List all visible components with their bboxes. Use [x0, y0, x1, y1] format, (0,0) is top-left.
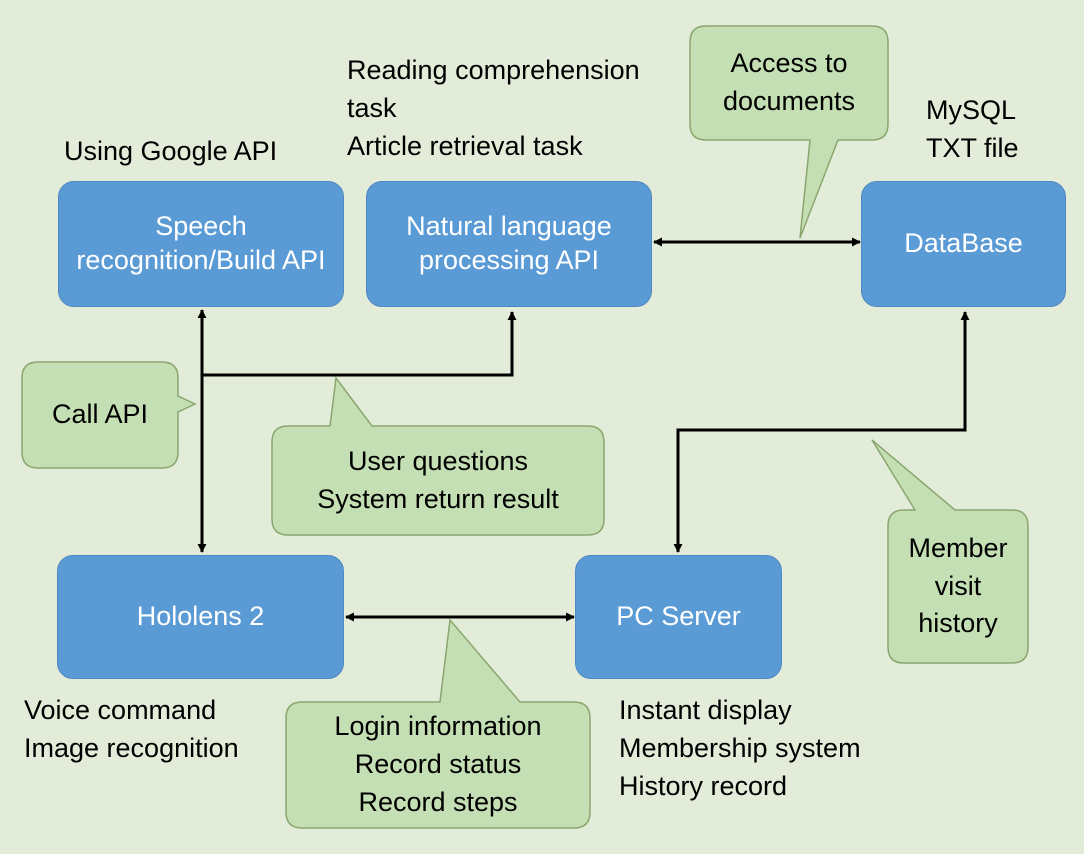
user-questions-callout: User questions System return result	[317, 445, 559, 514]
login-information-callout: Login information Record status Record s…	[334, 711, 542, 817]
connector-to-nlp	[202, 311, 517, 377]
google-api-label: Using Google API	[64, 136, 278, 166]
hololens-node: Hololens 2	[57, 555, 344, 679]
callout-login-info-shape	[285, 618, 591, 829]
member-visit-history-callout: Member visit history	[908, 532, 1008, 639]
nlp-tasks-label: Reading comprehension task Article retri…	[347, 55, 640, 161]
callout-access-docs-shape	[689, 25, 889, 239]
callout-user-questions-shape	[271, 376, 605, 536]
hololens-features-label: Voice command Image recognition	[24, 695, 239, 763]
nlp-api-node: Natural language processing API	[366, 181, 652, 307]
speech-recognition-node: Speech recognition/Build API	[58, 181, 344, 307]
database-node: DataBase	[861, 181, 1066, 307]
pc-server-node: PC Server	[575, 555, 782, 679]
access-documents-callout: Access to documents	[722, 48, 856, 116]
pc-server-features-label: Instant display Membership system Histor…	[619, 695, 861, 801]
callout-call-api-shape	[21, 361, 197, 469]
connector-database-pcserver	[673, 311, 970, 553]
call-api-callout: Call API	[51, 399, 149, 430]
database-types-label: MySQL TXT file	[926, 95, 1019, 163]
